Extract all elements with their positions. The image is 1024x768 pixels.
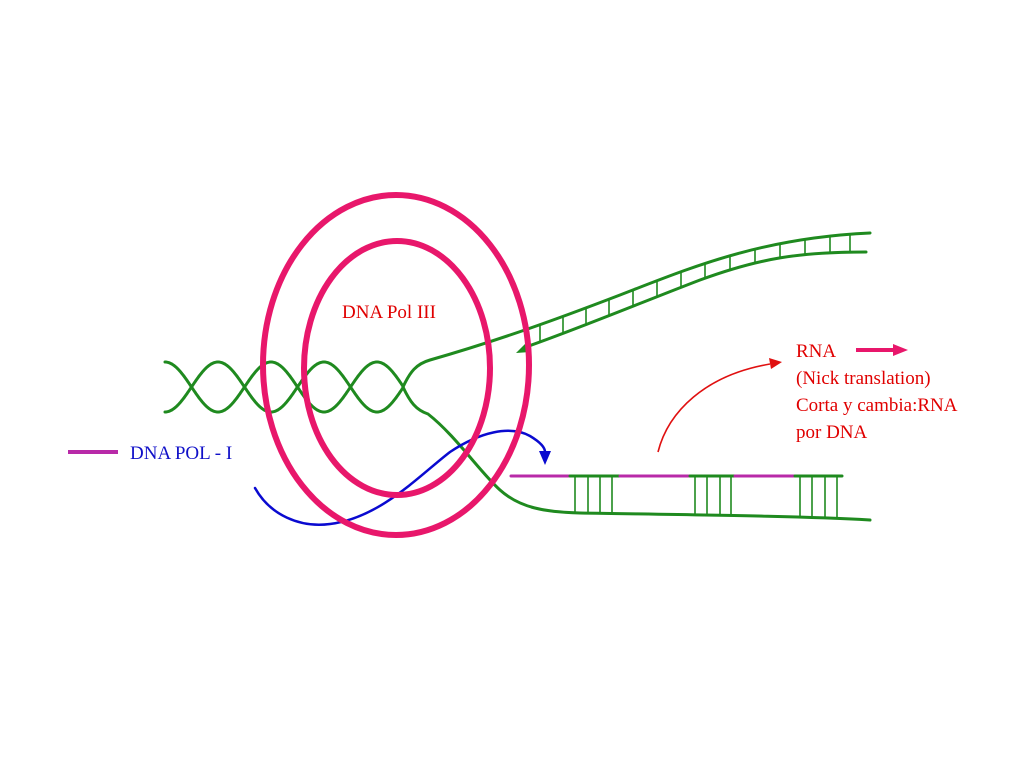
rna-arrow-head — [893, 344, 908, 356]
dna-pol-i-path — [253, 429, 547, 526]
helix-strand-1 — [163, 360, 405, 414]
lagging-fork-base-pairs — [574, 476, 838, 519]
leading-fork-base-pairs — [539, 234, 851, 342]
annotation-arrowhead — [769, 358, 782, 369]
pol-iii-label: DNA Pol III — [342, 302, 436, 323]
helix-strand-2 — [163, 360, 405, 414]
nick-translation-label: (Nick translation) — [796, 368, 931, 389]
dna-pol-i-arrowhead — [539, 451, 551, 465]
pol-iii-inner-ring — [301, 238, 493, 498]
legend-label: DNA POL - I — [130, 443, 232, 464]
lagging-template-strand — [401, 385, 872, 522]
leading-template-strand — [401, 231, 872, 389]
corta-cambia-label: Corta y cambia:RNA — [796, 395, 958, 416]
parental-double-helix — [163, 360, 405, 414]
pol-iii-outer-ring — [260, 192, 532, 538]
annotation-curved-arrow — [657, 363, 771, 453]
leading-new-strand — [524, 250, 868, 349]
rna-label: RNA — [796, 341, 836, 362]
por-dna-label: por DNA — [796, 422, 868, 443]
